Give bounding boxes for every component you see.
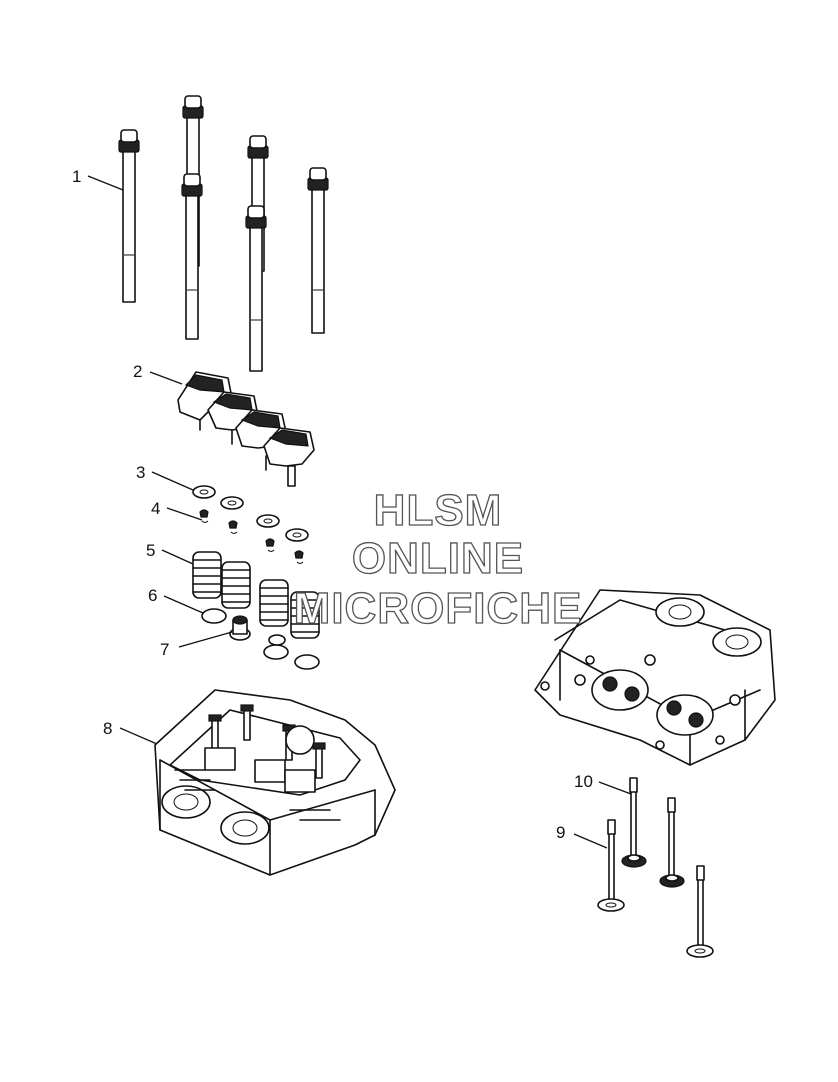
callout-3: 3 [136, 463, 145, 482]
bolt [245, 205, 267, 372]
valve-keepers [199, 509, 304, 564]
valve-stem-seals [229, 615, 286, 646]
callout-labels: 1 2 3 4 5 6 7 8 9 10 [72, 167, 593, 842]
rocker-arm-assembly [177, 371, 315, 487]
callout-2: 2 [133, 362, 142, 381]
callout-10: 10 [574, 772, 593, 791]
callout-8: 8 [103, 719, 112, 738]
callout-1: 1 [72, 167, 81, 186]
spring [290, 591, 320, 639]
bolt [307, 167, 329, 334]
cylinder-head-top-view [154, 689, 396, 876]
callout-4: 4 [151, 499, 160, 518]
head-bolts [118, 95, 329, 372]
watermark: HLSM ONLINE MICROFICHE [293, 485, 583, 633]
valve-springs [192, 551, 320, 639]
callout-9: 9 [556, 823, 565, 842]
bolt [181, 173, 203, 340]
callout-5: 5 [146, 541, 155, 560]
exhaust-valves [621, 777, 685, 888]
watermark-line-3: MICROFICHE [294, 584, 583, 633]
callout-6: 6 [148, 586, 157, 605]
cylinder-head-underside-view [534, 589, 776, 766]
watermark-line-1: HLSM [374, 486, 503, 535]
bolt [118, 129, 140, 303]
spring [192, 551, 222, 599]
spring [259, 579, 289, 627]
valve-spring-washers [192, 485, 309, 542]
spring-seats [201, 608, 320, 670]
intake-valves [597, 819, 714, 958]
callout-7: 7 [160, 640, 169, 659]
spring [221, 561, 251, 609]
leader-lines [87, 175, 632, 849]
watermark-line-2: ONLINE [352, 534, 524, 583]
